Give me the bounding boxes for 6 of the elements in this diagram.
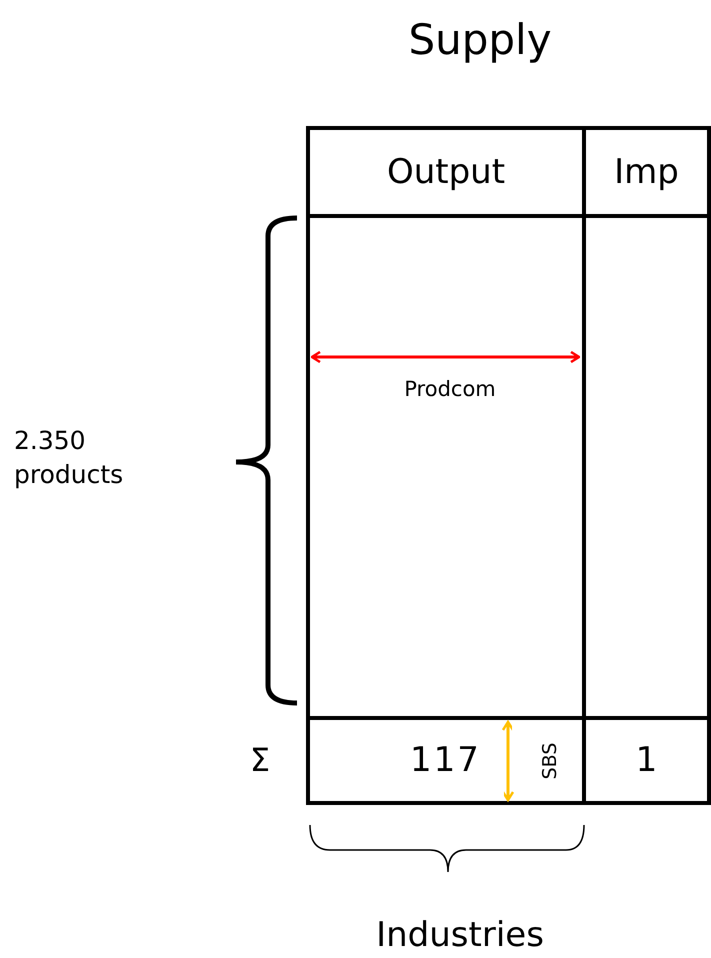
arrow-label: SBS [538,742,562,781]
axis-label: Industries [375,914,545,957]
arrow-label: Prodcom [403,376,497,403]
products-label: 2.350 products [14,425,124,491]
sum-symbol: Σ [248,740,272,781]
title: Supply [407,14,553,66]
